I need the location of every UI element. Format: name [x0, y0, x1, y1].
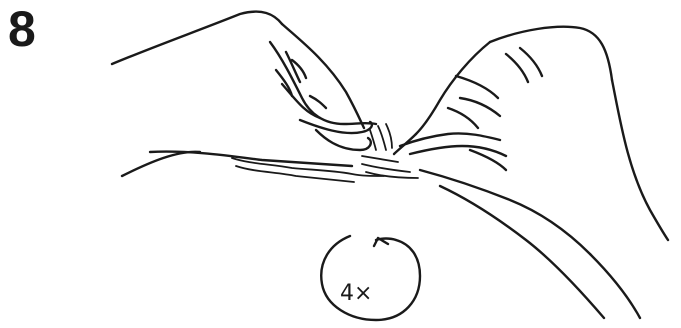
right-hand	[394, 27, 668, 318]
rotation-arrow-icon	[321, 236, 420, 320]
left-hand	[112, 12, 376, 176]
repeat-count-label: 4×	[340, 281, 372, 306]
fabric	[232, 124, 418, 182]
